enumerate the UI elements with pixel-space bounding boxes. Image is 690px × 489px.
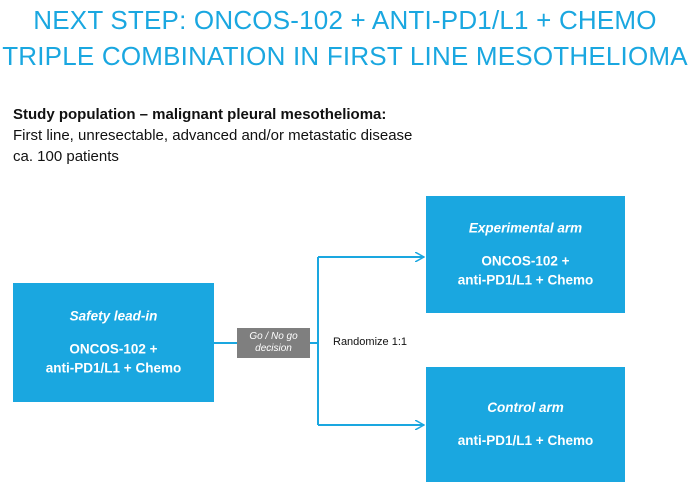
population-line-2: ca. 100 patients bbox=[13, 148, 119, 165]
safety-lead-in-box: Safety lead-in ONCOS-102 + anti-PD1/L1 +… bbox=[13, 283, 214, 402]
experimental-arm-box: Experimental arm ONCOS-102 + anti-PD1/L1… bbox=[426, 196, 625, 313]
safety-title: Safety lead-in bbox=[69, 308, 158, 323]
experimental-line-1: ONCOS-102 + bbox=[481, 253, 570, 268]
title-line-2: TRIPLE COMBINATION IN FIRST LINE MESOTHE… bbox=[2, 41, 688, 71]
decision-line-2: decision bbox=[255, 343, 292, 354]
safety-line-2: anti-PD1/L1 + Chemo bbox=[45, 360, 182, 375]
study-population: Study population – malignant pleural mes… bbox=[13, 104, 412, 167]
population-heading: Study population – malignant pleural mes… bbox=[13, 106, 387, 123]
randomize-label: Randomize 1:1 bbox=[333, 336, 407, 348]
population-line-1: First line, unresectable, advanced and/o… bbox=[13, 127, 413, 144]
control-line-1: anti-PD1/L1 + Chemo bbox=[457, 432, 594, 448]
decision-line-1: Go / No go bbox=[249, 331, 298, 342]
page-title: NEXT STEP: ONCOS-102 + ANTI-PD1/L1 + CHE… bbox=[0, 2, 690, 74]
experimental-title: Experimental arm bbox=[468, 220, 583, 235]
safety-line-1: ONCOS-102 + bbox=[69, 341, 158, 356]
control-arm-box: Control arm anti-PD1/L1 + Chemo bbox=[426, 367, 625, 482]
title-line-1: NEXT STEP: ONCOS-102 + ANTI-PD1/L1 + CHE… bbox=[33, 5, 657, 35]
control-title: Control arm bbox=[487, 399, 564, 415]
experimental-line-2: anti-PD1/L1 + Chemo bbox=[457, 272, 594, 287]
go-no-go-decision-box: Go / No go decision bbox=[237, 328, 310, 358]
